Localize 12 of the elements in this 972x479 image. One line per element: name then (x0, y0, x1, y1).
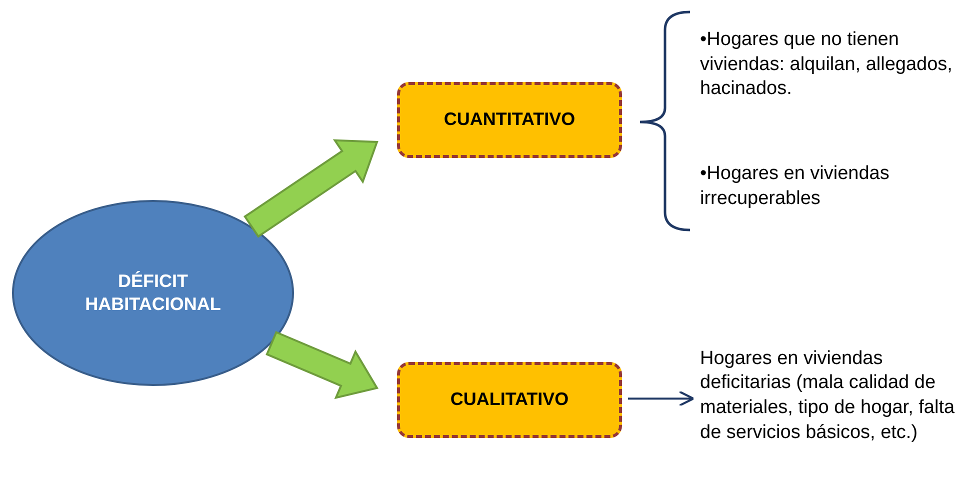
node-label: CUANTITATIVO (444, 108, 576, 132)
block-arrow (244, 139, 378, 238)
bullet-text: •Hogares que no tienen viviendas: alquilan, allegados, hacinados. (700, 28, 954, 102)
dashed-box (397, 362, 622, 438)
node-label: CUALITATIVO (450, 388, 569, 412)
ellipse-node (12, 200, 294, 386)
bullet-text: •Hogares en viviendas irrecuperables (700, 162, 890, 211)
block-arrow (266, 330, 379, 400)
description-text: Hogares en viviendas deficitarias (mala calidad de materiales, tipo de hogar, falta de servicios básicos, etc.) (700, 346, 956, 445)
arrow (628, 390, 694, 407)
node-label: DÉFICIT HABITACIONAL (84, 270, 222, 316)
dashed-box (397, 82, 622, 158)
